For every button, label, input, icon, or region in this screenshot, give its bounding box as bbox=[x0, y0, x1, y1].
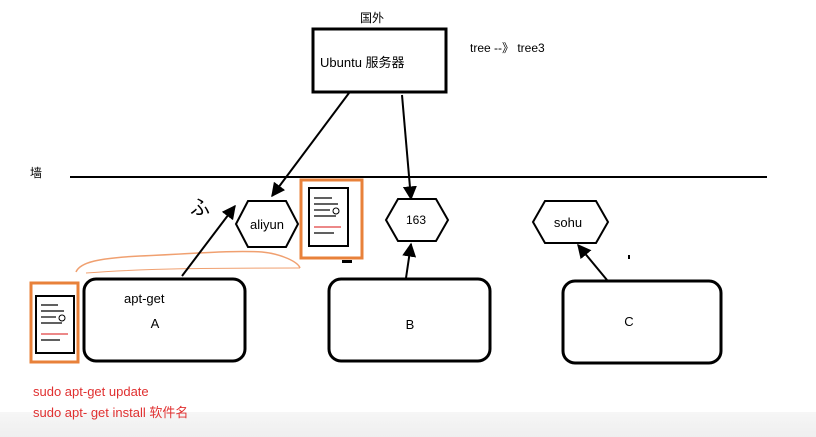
machine-c-box bbox=[561, 279, 723, 365]
sketch-curve-lower bbox=[85, 267, 301, 274]
server-label: Ubuntu 服务器 bbox=[320, 55, 405, 70]
mirror-aliyun-label: aliyun bbox=[250, 217, 284, 232]
scribble-mark: ふ bbox=[190, 197, 210, 219]
tree-note: tree --》 tree3 bbox=[470, 41, 545, 55]
machine-b-box bbox=[327, 277, 492, 363]
mirror-163-label: 163 bbox=[406, 213, 426, 227]
highlight-frame-top bbox=[299, 178, 364, 260]
arrow-b-to-163 bbox=[402, 242, 417, 279]
arrow-c-to-sohu bbox=[577, 243, 608, 281]
sketch-curve bbox=[75, 250, 301, 273]
highlight-frame-left bbox=[29, 281, 80, 364]
command-install: sudo apt- get install 软件名 bbox=[33, 405, 188, 420]
wall-label: 墙 bbox=[30, 166, 42, 180]
document-icon bbox=[308, 187, 349, 247]
ubuntu-server-box bbox=[311, 27, 448, 94]
document-icon bbox=[35, 295, 75, 354]
machine-c-label: C bbox=[624, 314, 633, 329]
bottom-strip bbox=[0, 412, 816, 437]
arrow-server-to-163 bbox=[401, 94, 417, 201]
overseas-label: 国外 bbox=[360, 11, 384, 25]
stray-dot bbox=[628, 255, 630, 259]
arrow-a-to-aliyun bbox=[181, 204, 236, 277]
mirror-163 bbox=[384, 198, 450, 242]
arrow-server-to-aliyun bbox=[271, 92, 350, 198]
mirror-aliyun bbox=[234, 200, 300, 248]
machine-a-sublabel: apt-get bbox=[124, 291, 165, 306]
machine-a-label: A bbox=[151, 316, 160, 331]
command-update: sudo apt-get update bbox=[33, 384, 149, 399]
mirror-sohu bbox=[531, 200, 610, 244]
machine-b-label: B bbox=[406, 317, 415, 332]
small-dash-mark bbox=[342, 260, 352, 263]
mirror-sohu-label: sohu bbox=[554, 215, 582, 230]
machine-a-box bbox=[82, 277, 247, 363]
